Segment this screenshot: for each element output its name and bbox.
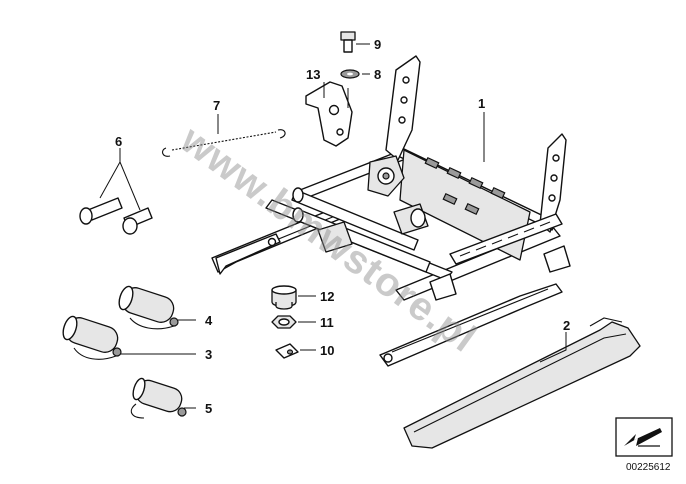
hex-nut (271, 315, 297, 329)
callout-4: 4 (205, 313, 213, 328)
callout-11: 11 (320, 315, 334, 330)
callout-2: 2 (563, 318, 570, 333)
motor-5 (130, 377, 187, 419)
callout-6: 6 (115, 134, 122, 149)
tension-spring (161, 129, 286, 157)
view-direction-icon (615, 417, 673, 457)
callout-5: 5 (205, 401, 212, 416)
rail-cover (403, 317, 641, 449)
seat-frame (211, 55, 571, 367)
motor-4 (118, 285, 179, 330)
motor-3 (62, 315, 122, 360)
screws (79, 197, 153, 235)
callout-13: 13 (306, 67, 320, 82)
callout-10: 10 (320, 343, 334, 358)
callout-9: 9 (374, 37, 381, 52)
callout-12: 12 (320, 289, 334, 304)
leader-lines (99, 43, 567, 409)
washer (340, 69, 360, 79)
callout-1: 1 (478, 96, 485, 111)
bracket (305, 81, 353, 147)
callout-8: 8 (374, 67, 381, 82)
bolt (340, 31, 356, 53)
callout-7: 7 (213, 98, 220, 113)
clip (275, 343, 299, 359)
callout-3: 3 (205, 347, 212, 362)
document-number: 00225612 (626, 462, 671, 473)
rubber-buffer (271, 285, 297, 310)
